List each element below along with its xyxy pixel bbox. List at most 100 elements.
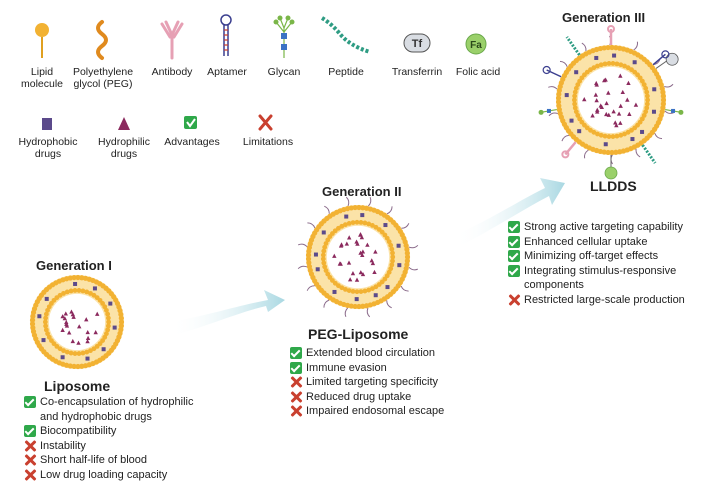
hydrophilic-drug (84, 317, 89, 322)
hydrophilic-drug (338, 261, 343, 266)
lipid-head (43, 311, 49, 317)
hydrophilic-drug (85, 335, 91, 341)
lipid-head (660, 93, 666, 99)
peg-chain (306, 285, 315, 291)
lipid-head (323, 268, 329, 273)
lipid-head (42, 319, 48, 325)
lipid-head (389, 262, 395, 268)
lipid-head (305, 256, 312, 262)
folic-acid-badge: Fa (470, 40, 482, 51)
arrow-gen1-to-gen2 (170, 290, 285, 335)
gen2-limitation-item: Impaired endosomal escape (290, 404, 444, 419)
feature-text: Extended blood circulation (306, 347, 436, 359)
feature-text: Low drug loading capacity (40, 468, 168, 481)
lipid-head (352, 204, 358, 211)
hydrophilic-drug (626, 80, 631, 85)
hydrophilic-drug (339, 242, 344, 247)
lipid-head (30, 325, 36, 331)
lipid-head (595, 131, 600, 137)
hydrophilic-drug (618, 120, 623, 125)
lipid-head (660, 97, 667, 103)
lipid-head (322, 244, 328, 250)
lipid-head (356, 204, 362, 211)
lipid-head (404, 250, 410, 256)
hydrophilic-drug (76, 340, 81, 345)
lipid-head (390, 258, 395, 264)
lipid-head (644, 105, 650, 111)
gen1-limitation-item: Short half-life of blood (24, 453, 193, 468)
lipid-head (72, 288, 78, 293)
aptamer-ligand (546, 69, 562, 78)
peg-chain (548, 86, 558, 90)
lipid-head (104, 331, 109, 337)
peg-chain (367, 197, 372, 207)
lipid-head (118, 315, 124, 321)
hydrophobic-drug (60, 355, 65, 360)
lipid-head (606, 61, 612, 66)
lipid-head (72, 351, 78, 356)
lipid-head (358, 219, 364, 225)
lipid-head (354, 289, 360, 295)
lipid-head (322, 264, 328, 270)
feature-text: Biocompatibility (40, 425, 117, 437)
lipid-head (598, 62, 604, 68)
hydrophilic-drug (85, 329, 90, 335)
lipid-head (118, 323, 124, 329)
lipid-head (75, 363, 81, 370)
hydrophilic-drug (354, 277, 360, 282)
hydrophobic-drug (92, 286, 97, 291)
aptamer-ligand-tip (661, 50, 670, 59)
lipid-head (555, 95, 562, 101)
hydrophilic-drug (332, 253, 337, 258)
peg-chain (559, 60, 568, 67)
hydrophilic-drug (604, 111, 609, 117)
lipid-head (104, 307, 109, 313)
lipid-head (105, 323, 111, 329)
peg-chain (298, 243, 308, 248)
legend-label-aptamer: Aptamer (207, 66, 247, 78)
advantage-check-icon (508, 250, 520, 262)
lipid-head (348, 205, 354, 211)
peg-chain (307, 222, 316, 229)
hydrophilic-drug (372, 269, 377, 275)
lipid-head (644, 89, 650, 95)
lipid-head (609, 149, 615, 156)
lipid-head (80, 350, 86, 356)
hydrophilic-drug (582, 97, 587, 102)
limitation-cross-icon (258, 114, 273, 131)
lipid-head (346, 221, 352, 226)
gen3-system-name: LLDDS (590, 178, 637, 194)
peg-chain (345, 196, 350, 207)
hydrophobic-drug (397, 263, 402, 268)
lipid-head (29, 321, 36, 327)
lipid-head (598, 132, 604, 138)
gen1-system-name: Liposome (44, 378, 111, 394)
liposome-gen2 (297, 196, 419, 318)
gen2-advantage-item: Immune evasion (290, 361, 444, 376)
lipid-head (45, 331, 50, 337)
lipid-head (354, 219, 360, 225)
lipid-head (641, 82, 647, 88)
hydrophobic-drug (108, 301, 113, 306)
hydrophobic-drug (85, 356, 90, 361)
lipid-head (84, 289, 90, 295)
hydrophilic-drug (595, 107, 600, 112)
feature-text: Instability (40, 439, 86, 452)
gen1-limitation-item: Instability (24, 439, 193, 454)
lipid-head (389, 246, 395, 252)
advantage-check-icon (24, 396, 36, 408)
lipid-head (71, 274, 77, 281)
legend-label-transferrin: Transferrin (391, 66, 443, 78)
lipid-head (556, 91, 562, 97)
gen3-advantage-item: Enhanced cellular uptake (508, 235, 685, 250)
transferrin-badge: Tf (412, 38, 423, 50)
hydrophilic-drug (370, 260, 376, 266)
advantage-check-icon (24, 425, 36, 437)
peg-chain (386, 300, 392, 309)
hydrophilic-drug (593, 92, 599, 97)
lipid-head (105, 315, 111, 321)
